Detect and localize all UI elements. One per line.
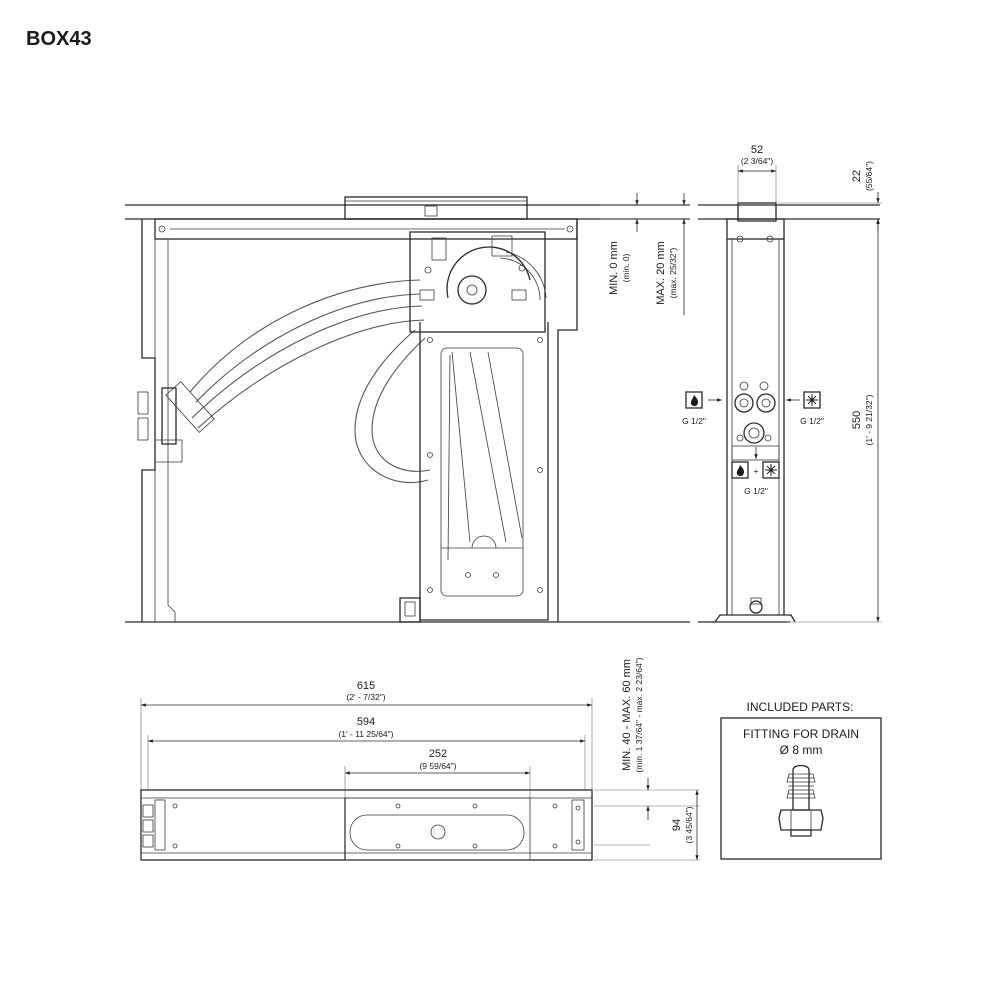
top-view: 615 (2' - 7/32") 594 (1' - 11 25/64") 25… xyxy=(140,657,700,861)
cold-connection-label: G 1/2" xyxy=(800,416,824,426)
side-view: G 1/2" G 1/2" + G 1/2" 52 (2 3/64") xyxy=(682,144,882,623)
plus-sign: + xyxy=(754,466,759,476)
front-view: MIN. 0 mm (min. 0) MAX. 20 mm (max. 25/3… xyxy=(125,193,690,623)
slot-width-sublabel: (9 59/64") xyxy=(419,761,456,771)
min-depth-sublabel: (min. 0) xyxy=(621,253,631,282)
slot-width-label: 252 xyxy=(429,748,447,760)
side-height-sublabel: (1' - 9 21/32") xyxy=(864,394,874,445)
inner-width-label: 594 xyxy=(357,716,375,728)
max-depth-label: MAX. 20 mm xyxy=(655,241,667,305)
hot-connection-label: G 1/2" xyxy=(682,416,706,426)
overall-width-label: 615 xyxy=(357,680,375,692)
inner-width-sublabel: (1' - 11 25/64") xyxy=(338,729,393,739)
min-depth-label: MIN. 0 mm xyxy=(608,241,620,295)
max-depth-sublabel: (max. 25/32") xyxy=(668,247,678,298)
side-width-sublabel: (2 3/64") xyxy=(741,156,773,166)
side-top-label: 22 xyxy=(851,170,863,182)
side-height-label: 550 xyxy=(851,411,863,429)
drain-fitting-name: FITTING FOR DRAIN xyxy=(743,727,859,741)
included-parts-box xyxy=(720,717,882,860)
overall-width-sublabel: (2' - 7/32") xyxy=(346,692,385,702)
included-parts-heading: INCLUDED PARTS: xyxy=(747,700,854,714)
top-height-label: 94 xyxy=(671,819,683,831)
top-height-sublabel: (3 45/64") xyxy=(684,806,694,843)
flame-icon xyxy=(685,391,703,409)
side-top-sublabel: (55/64") xyxy=(864,161,874,191)
combined-connection-label: G 1/2" xyxy=(744,486,768,496)
drain-fitting-icon xyxy=(778,764,824,837)
depth-range-sublabel: (min. 1 37/64" - max. 2 23/64") xyxy=(634,657,644,772)
depth-range-label: MIN. 40 - MAX. 60 mm xyxy=(621,659,633,771)
included-parts: INCLUDED PARTS: FITTING FOR DRAIN Ø 8 mm xyxy=(720,700,882,860)
snowflake-icon xyxy=(803,391,821,409)
product-title: BOX43 xyxy=(26,28,92,50)
side-width-label: 52 xyxy=(751,144,763,156)
drain-fitting-size: Ø 8 mm xyxy=(780,743,823,757)
